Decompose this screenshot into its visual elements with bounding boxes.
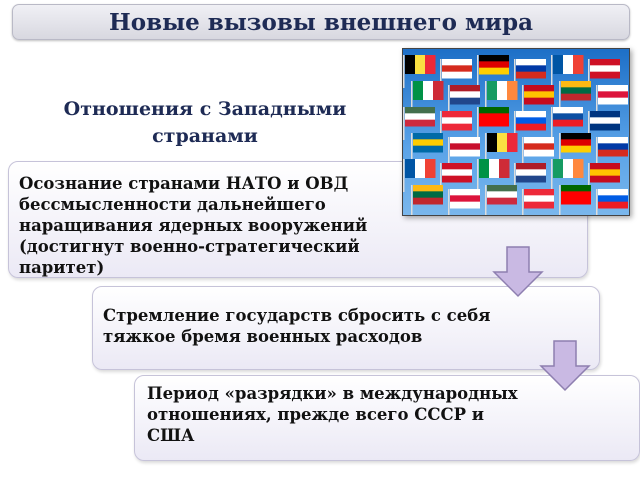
flags-photo bbox=[402, 48, 630, 216]
flag-icon bbox=[477, 55, 509, 88]
flag-icon bbox=[588, 111, 620, 144]
slide-subtitle: Отношения с Западными странами bbox=[63, 98, 347, 147]
down-arrow-2 bbox=[539, 340, 591, 392]
statement-text-3: Период «разрядки» в международных отноше… bbox=[147, 384, 518, 445]
flag-icon bbox=[551, 107, 583, 140]
title-bar: Новые вызовы внешнего мира bbox=[12, 4, 630, 40]
flag-icon bbox=[440, 111, 472, 144]
flag-icon bbox=[477, 107, 509, 140]
slide-title: Новые вызовы внешнего мира bbox=[109, 8, 533, 36]
statement-box-2: Стремление государств сбросить с себя тя… bbox=[92, 286, 600, 370]
flag-icon bbox=[448, 189, 480, 215]
flag-icon bbox=[485, 81, 518, 114]
flags-illustration bbox=[403, 55, 628, 215]
flag-icon bbox=[596, 137, 628, 170]
flag-icon bbox=[596, 189, 628, 215]
flag-icon bbox=[514, 111, 546, 144]
flag-icon bbox=[588, 59, 620, 92]
flag-icon bbox=[403, 55, 436, 88]
flag-icon bbox=[403, 159, 436, 192]
down-arrow-1 bbox=[492, 246, 544, 298]
flag-icon bbox=[440, 163, 472, 196]
flag-icon bbox=[411, 185, 443, 215]
flag-icon bbox=[448, 85, 480, 118]
flag-icon bbox=[485, 185, 517, 215]
statement-text-2: Стремление государств сбросить с себя тя… bbox=[103, 306, 491, 346]
flag-icon bbox=[588, 163, 620, 196]
flag-icon bbox=[514, 59, 546, 92]
statement-text-1: Осознание странами НАТО и ОВД бессмыслен… bbox=[19, 174, 368, 277]
flag-icon bbox=[559, 81, 591, 114]
flag-icon bbox=[551, 159, 584, 192]
flag-icon bbox=[596, 85, 628, 118]
flag-icon bbox=[522, 189, 554, 215]
flag-icon bbox=[559, 133, 591, 166]
flag-icon bbox=[440, 59, 472, 92]
flag-icon bbox=[559, 185, 591, 215]
flag-icon bbox=[448, 137, 480, 170]
flag-icon bbox=[403, 107, 435, 140]
flag-icon bbox=[411, 133, 443, 166]
flag-icon bbox=[485, 133, 518, 166]
flag-icon bbox=[477, 159, 510, 192]
statement-box-3: Период «разрядки» в международных отноше… bbox=[134, 375, 640, 461]
flag-icon bbox=[514, 163, 546, 196]
flag-icon bbox=[522, 85, 554, 118]
flag-icon bbox=[411, 81, 444, 114]
flag-icon bbox=[551, 55, 584, 88]
flag-icon bbox=[522, 137, 554, 170]
